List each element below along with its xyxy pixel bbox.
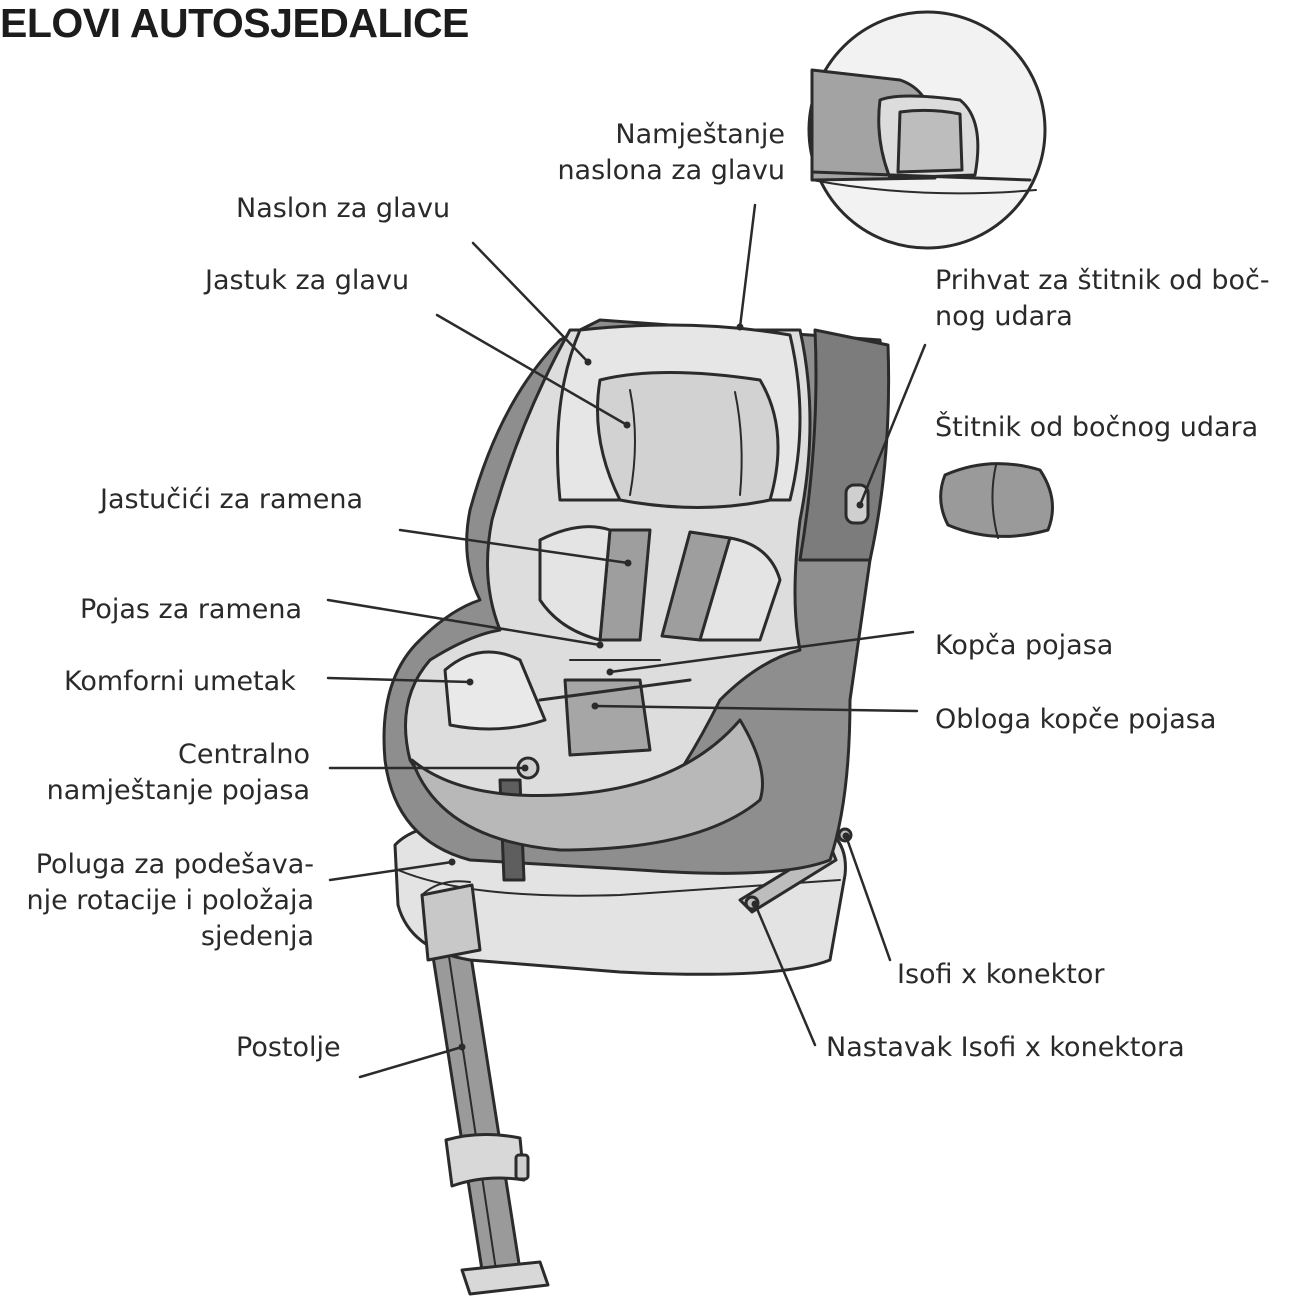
label-headrest-adjust-line1: Namještanje: [520, 117, 785, 153]
side-impact-guard: [941, 464, 1053, 537]
label-side-mount: Prihvat za štitnik od boč- nog udara: [935, 263, 1270, 335]
label-lever-line2: nje rotacije i položaja: [6, 883, 314, 919]
label-side-mount-line2: nog udara: [935, 299, 1270, 335]
label-headrest-adjust-line2: naslona za glavu: [520, 153, 785, 189]
support-leg: [432, 950, 548, 1294]
label-lever: Poluga za podešava- nje rotacije i polož…: [6, 847, 314, 955]
label-side-mount-line1: Prihvat za štitnik od boč-: [935, 263, 1270, 299]
label-isofix-ext: Nastavak Isofi x konektora: [826, 1030, 1185, 1066]
label-buckle-cover: Obloga kopče pojasa: [935, 702, 1216, 738]
label-comfort-insert: Komforni umetak: [64, 664, 296, 700]
label-isofix: Isofi x konektor: [897, 957, 1104, 993]
headrest-detail-inset: [809, 12, 1045, 248]
label-base: Postolje: [236, 1030, 341, 1066]
seat-shell: [384, 320, 889, 880]
label-shoulder-pads: Jastučići za ramena: [100, 482, 363, 518]
label-buckle: Kopča pojasa: [935, 628, 1113, 664]
label-head-pillow: Jastuk za glavu: [205, 263, 409, 299]
label-central-adjust: Centralno namještanje pojasa: [20, 737, 310, 809]
label-headrest-adjust: Namještanje naslona za glavu: [520, 117, 785, 189]
label-central-adjust-line1: Centralno: [20, 737, 310, 773]
label-central-adjust-line2: namještanje pojasa: [20, 773, 310, 809]
label-lever-line3: sjedenja: [6, 919, 314, 955]
label-shoulder-belt: Pojas za ramena: [80, 592, 302, 628]
label-headrest: Naslon za glavu: [236, 191, 450, 227]
label-lever-line1: Poluga za podešava-: [6, 847, 314, 883]
label-side-guard: Štitnik od bočnog udara: [935, 410, 1258, 446]
